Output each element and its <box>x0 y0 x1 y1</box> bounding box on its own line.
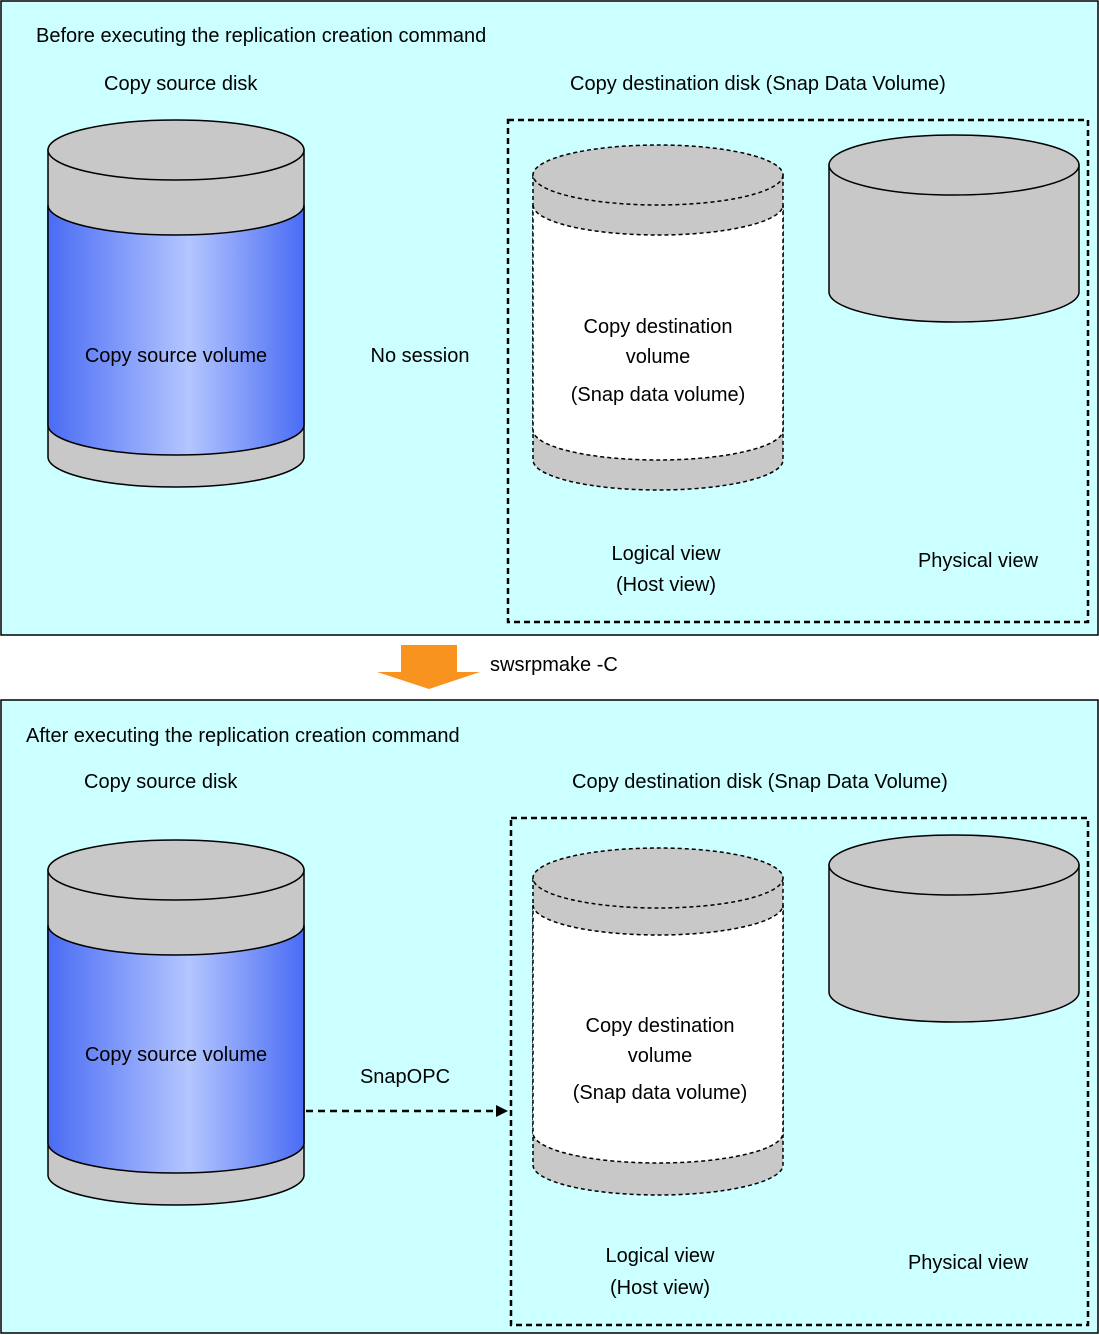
before-dest-disk-label: Copy destination disk (Snap Data Volume) <box>570 73 946 95</box>
after-dest-volume-line1: Copy destination <box>586 1015 735 1037</box>
before-dest-volume-line1: Copy destination <box>584 316 733 338</box>
before-source-disk-icon <box>47 119 305 488</box>
before-source-volume-label: Copy source volume <box>85 345 267 367</box>
after-source-disk-label: Copy source disk <box>84 771 238 793</box>
after-physical-view-label: Physical view <box>908 1252 1029 1274</box>
command-label: swsrpmake -C <box>490 654 618 676</box>
down-arrow-icon <box>377 645 480 689</box>
before-dest-frame <box>506 118 1090 624</box>
after-relation-label: SnapOPC <box>360 1066 450 1088</box>
before-snap-volume-icon <box>532 144 784 491</box>
before-dest-volume-line2: volume <box>626 346 690 368</box>
after-source-volume-label: Copy source volume <box>85 1044 267 1066</box>
before-dest-volume-line3: (Snap data volume) <box>571 384 746 406</box>
after-panel: After executing the replication creation… <box>0 699 1099 1334</box>
before-logical-view-line1: Logical view <box>612 543 722 565</box>
before-relation-label: No session <box>371 345 470 367</box>
after-dest-volume-line3: (Snap data volume) <box>573 1082 748 1104</box>
after-title: After executing the replication creation… <box>26 725 460 747</box>
before-physical-view-label: Physical view <box>918 550 1039 572</box>
before-physical-disk-icon <box>828 134 1080 323</box>
after-dest-frame <box>509 816 1090 1327</box>
after-physical-disk-icon <box>828 834 1080 1023</box>
before-source-disk-label: Copy source disk <box>104 73 258 95</box>
before-logical-view-line2: (Host view) <box>616 574 716 596</box>
before-panel: Before executing the replication creatio… <box>0 0 1099 636</box>
after-dest-disk-label: Copy destination disk (Snap Data Volume) <box>572 771 948 793</box>
after-source-disk-icon <box>47 839 305 1206</box>
after-dest-volume-line2: volume <box>628 1045 692 1067</box>
after-logical-view-line2: (Host view) <box>610 1277 710 1299</box>
after-snap-volume-icon <box>532 847 784 1196</box>
before-title: Before executing the replication creatio… <box>36 25 486 47</box>
after-logical-view-line1: Logical view <box>606 1245 716 1267</box>
